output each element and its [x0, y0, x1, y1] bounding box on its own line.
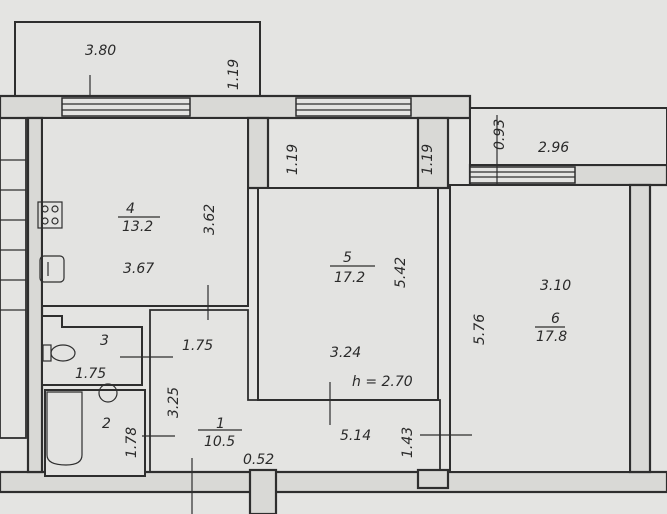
room-dimension: 5.42 [393, 257, 409, 288]
room-dimension: 1.78 [124, 427, 140, 458]
room-dimension: 1.43 [400, 427, 416, 458]
washbasin-icon [98, 383, 118, 403]
balcony-right: 0.93 2.96 [469, 107, 667, 205]
room-dimension: 5.14 [340, 428, 371, 444]
toilet-icon [42, 344, 76, 362]
room-area: 17.8 [536, 329, 567, 345]
room-number: 6 [551, 311, 560, 327]
sink-icon [39, 255, 65, 283]
stairwell [0, 117, 27, 439]
room-2-bathroom: 2 1.78 [44, 383, 175, 477]
ceiling-height: h = 2.70 [352, 374, 413, 390]
balcony-right-depth: 0.93 [492, 119, 508, 150]
room-number: 3 [100, 333, 109, 349]
room-number: 5 [343, 250, 352, 266]
room-5: 1.19 1.19 5 17.2 5.42 3.24 h = 2.70 [257, 144, 439, 425]
room-dimension: 3.24 [330, 345, 361, 361]
balcony-left-depth: 1.19 [226, 59, 242, 90]
room-dimension: 1.75 [182, 338, 213, 354]
room-area: 10.5 [204, 434, 235, 450]
room-6: 3.10 6 17.8 5.76 [449, 184, 631, 473]
room-area: 17.2 [334, 270, 365, 286]
window [295, 97, 412, 117]
room-dimension: 3.25 [166, 387, 182, 418]
room-1-hall: 1.75 3.25 1 10.5 0.52 5.14 1.43 [149, 309, 472, 514]
room-3-toilet: 3 1.75 [41, 315, 173, 386]
walls [0, 94, 667, 494]
window [469, 166, 576, 184]
room-number: 2 [102, 416, 111, 432]
room-dimension: 3.10 [540, 278, 571, 294]
room-dimension: 3.67 [123, 261, 154, 277]
room-dimension: 1.75 [75, 366, 106, 382]
window [61, 97, 191, 117]
balcony-left-length: 3.80 [85, 43, 116, 59]
stove-icon [37, 201, 63, 229]
room-dimension: 0.52 [243, 452, 274, 468]
room-dimension: 5.76 [472, 314, 488, 345]
room-area: 13.2 [122, 219, 153, 235]
balcony-left: 3.80 1.19 [14, 21, 261, 140]
room-4-kitchen: 4 13.2 3.62 3.67 [37, 117, 249, 320]
balcony-right-length: 2.96 [538, 140, 569, 156]
room-number: 4 [126, 201, 135, 217]
room-dimension: 1.19 [285, 144, 301, 175]
bathtub-icon [46, 391, 83, 466]
room-dimension: 1.19 [420, 144, 436, 175]
room-dimension: 3.62 [202, 204, 218, 235]
room-number: 1 [216, 416, 225, 432]
